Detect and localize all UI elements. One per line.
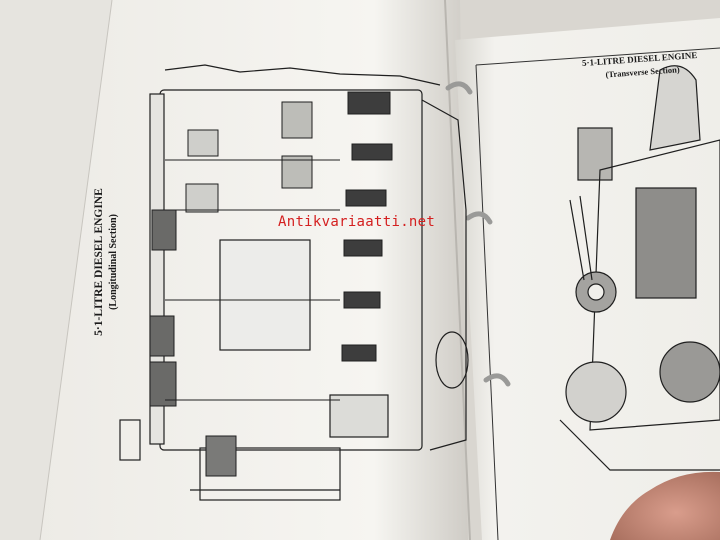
engine-longitudinal-drawing [119,64,469,501]
engine-transverse-drawing [559,65,720,471]
drawing-cylinders [149,91,393,477]
binder-rings [445,81,511,387]
left-page-subtitle: (Longitudinal Section) [108,214,119,310]
hand-thumb [610,471,720,540]
watermark-text: Antikvariaatti.net [278,214,436,230]
left-heading-group: 5·1-LITRE DIESEL ENGINE (Longitudinal Se… [93,188,119,336]
left-page-title: 5·1-LITRE DIESEL ENGINE [93,188,105,336]
